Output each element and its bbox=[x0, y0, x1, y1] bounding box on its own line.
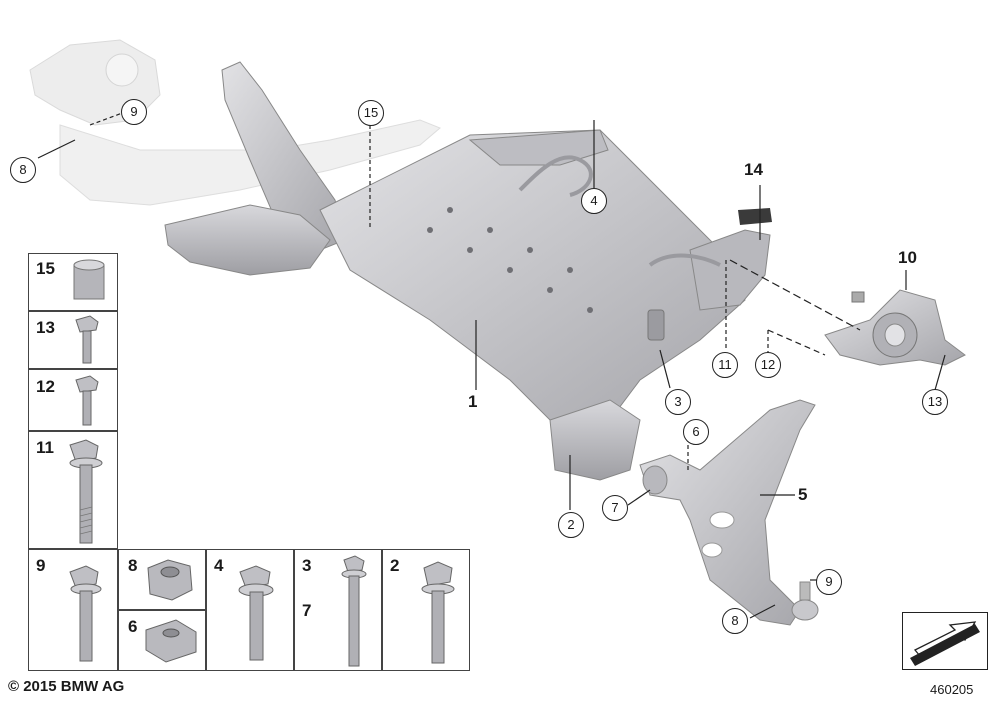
legend-cell-15 bbox=[28, 253, 118, 311]
wishbone bbox=[639, 399, 819, 626]
legend-cell-12 bbox=[28, 369, 118, 431]
document-number: 460205 bbox=[930, 682, 974, 697]
callout-8-upper: 8 bbox=[10, 157, 36, 183]
legend-cell-2 bbox=[382, 549, 470, 671]
rubber-mount-bracket bbox=[824, 289, 966, 366]
front-axle-subframe bbox=[164, 61, 771, 481]
callout-11: 11 bbox=[712, 352, 738, 378]
legend-num-4: 4 bbox=[214, 556, 224, 575]
callout-9-lower: 9 bbox=[816, 569, 842, 595]
direction-arrow-icon bbox=[910, 621, 980, 666]
callout-5: 5 bbox=[798, 485, 808, 504]
legend-num-9: 9 bbox=[36, 556, 46, 575]
legend-cell-11 bbox=[28, 431, 118, 549]
callout-3: 3 bbox=[665, 389, 691, 415]
callout-12: 12 bbox=[755, 352, 781, 378]
legend-num-13: 13 bbox=[36, 318, 55, 337]
legend-num-6: 6 bbox=[128, 617, 138, 636]
callout-2: 2 bbox=[558, 512, 584, 538]
orientation-box bbox=[902, 612, 988, 670]
callout-15: 15 bbox=[358, 100, 384, 126]
callout-10: 10 bbox=[898, 248, 917, 267]
legend-num-3: 3 bbox=[302, 556, 312, 575]
legend-num-15: 15 bbox=[36, 259, 55, 278]
pad-part bbox=[738, 208, 772, 225]
callout-9-upper: 9 bbox=[121, 99, 147, 125]
legend-num-2: 2 bbox=[390, 556, 400, 575]
callout-4: 4 bbox=[581, 188, 607, 214]
legend-num-8: 8 bbox=[128, 556, 138, 575]
legend-cell-3-7 bbox=[294, 549, 382, 671]
callout-14: 14 bbox=[744, 160, 763, 179]
legend-cell-4 bbox=[206, 549, 294, 671]
callout-8-lower: 8 bbox=[722, 608, 748, 634]
legend-num-7: 7 bbox=[302, 601, 312, 620]
callout-7: 7 bbox=[602, 495, 628, 521]
legend-num-11: 11 bbox=[36, 438, 54, 457]
callout-6: 6 bbox=[683, 419, 709, 445]
legend-cell-8 bbox=[118, 549, 206, 610]
legend-cell-13 bbox=[28, 311, 118, 369]
callout-13: 13 bbox=[922, 389, 948, 415]
legend-cell-6 bbox=[118, 610, 206, 671]
legend-cell-9 bbox=[28, 549, 118, 671]
copyright-text: © 2015 BMW AG bbox=[8, 678, 125, 695]
legend-num-12: 12 bbox=[36, 377, 55, 396]
callout-1: 1 bbox=[468, 392, 478, 411]
